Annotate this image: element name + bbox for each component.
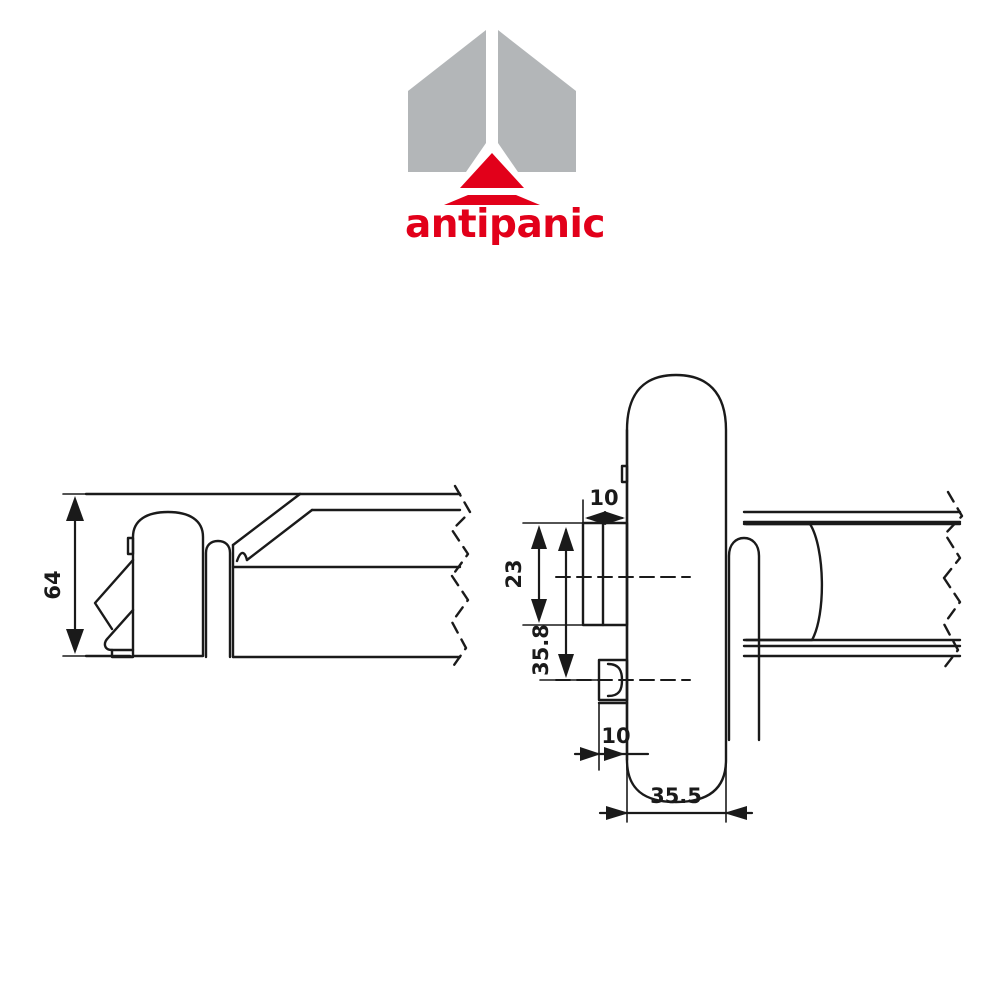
dim-10-top-arrow-right (604, 511, 625, 525)
logo-chevron-right-shape (498, 30, 576, 172)
dim-10-bottom-arrow-right (604, 747, 625, 761)
dim-label-64: 64 (41, 570, 65, 599)
dim-355-arrow-right (724, 806, 747, 820)
dim-358-arrow-up (558, 527, 574, 551)
left-view-chamfer-base (235, 551, 249, 563)
right-view-cylinder-body (625, 373, 728, 804)
dim-358-arrow-down (558, 654, 574, 678)
antipanic-logo: antipanic (400, 25, 610, 255)
dim-10-top-arrow-left (585, 511, 606, 525)
logo-triangle-upper-shape (460, 153, 524, 188)
logo-chevron-left-shape (408, 30, 486, 172)
left-view-cylinder-body (131, 510, 205, 658)
right-view-keeper-block-lower (597, 658, 629, 702)
right-view-break-line-upper[interactable] (942, 490, 964, 580)
dim-355-arrow-left (606, 806, 629, 820)
dim-label-35-5: 35.5 (650, 784, 702, 808)
dim-label-23: 23 (502, 559, 526, 588)
right-view-rail-inner-pad (744, 522, 824, 642)
dimension-arrowheads (66, 496, 747, 820)
right-view-keeper-block-upper (581, 521, 629, 627)
right-view-break-line-lower[interactable] (942, 576, 962, 670)
dim-23-arrow-down (531, 599, 547, 623)
dim-64-arrow-down (66, 629, 84, 654)
logo-wordmark: antipanic (404, 202, 606, 247)
front-view-right (522, 373, 964, 823)
left-view-chamfer-outer (231, 492, 302, 547)
dim-10-bottom-arrow-left (580, 747, 601, 761)
left-view-break-line-lower[interactable] (450, 574, 470, 670)
logo-trapezoid-shape (444, 195, 540, 205)
left-view-roller-profile (204, 539, 232, 659)
dim-label-10-top: 10 (589, 486, 618, 510)
side-view-left (62, 484, 472, 670)
dim-label-35-8: 35.8 (529, 624, 553, 676)
left-view-chamfer-inner (245, 508, 314, 562)
left-view-side-tab (126, 536, 135, 556)
left-view-latch-arm-lower (103, 608, 135, 652)
dimension-labels: 64 10 23 35.8 10 35.5 (41, 486, 702, 808)
right-view-roller (727, 536, 761, 742)
left-view-latch-arm-tip (110, 648, 135, 659)
dim-64-arrow-up (66, 496, 84, 521)
dim-label-10-bottom: 10 (601, 724, 630, 748)
dim-23-arrow-up (531, 525, 547, 549)
left-view-latch-arm-upper (93, 558, 135, 631)
logo-mark-icon (408, 30, 576, 205)
left-view-break-line-upper[interactable] (450, 484, 472, 578)
